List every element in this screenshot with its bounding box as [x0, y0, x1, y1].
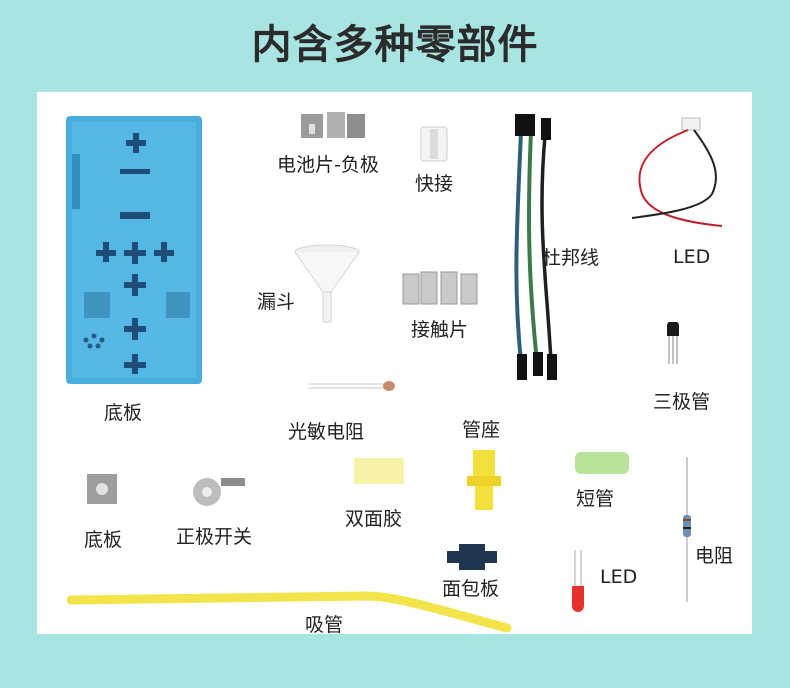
jumper-wire-image: [507, 104, 567, 389]
label-contact-strip: 接触片: [411, 319, 469, 341]
double-tape-image: [354, 458, 404, 484]
parts-panel: 底板 电池片-负极 快接 杜邦线: [37, 92, 752, 637]
label-resistor: 电阻: [695, 545, 734, 567]
label-quick-connect: 快接: [415, 173, 454, 195]
quick-connect-image: [419, 125, 449, 163]
photoresistor-image: [309, 378, 399, 394]
battery-negative-image: [299, 110, 367, 140]
led-cable-image: [622, 114, 737, 232]
base-board-image: [62, 114, 207, 386]
label-funnel: 漏斗: [257, 291, 296, 313]
label-photoresistor: 光敏电阻: [288, 421, 365, 443]
label-transistor: 三极管: [653, 391, 711, 413]
label-breadboard: 面包板: [442, 578, 500, 600]
straw-image: [67, 582, 512, 637]
label-tube-socket: 管座: [462, 419, 501, 441]
breadboard-image: [447, 544, 497, 570]
label-jumper-wire: 杜邦线: [542, 247, 600, 269]
label-double-tape: 双面胶: [345, 508, 403, 530]
positive-switch-image: [187, 472, 249, 508]
label-short-tube: 短管: [576, 488, 615, 510]
base-board-small-image: [85, 472, 119, 506]
funnel-image: [291, 242, 363, 324]
resistor-image: [677, 457, 697, 602]
contact-strip-image: [399, 268, 481, 308]
page-title: 内含多种零部件: [251, 22, 539, 68]
label-positive-switch: 正极开关: [176, 526, 253, 548]
short-tube-image: [575, 450, 629, 476]
transistor-image: [665, 322, 681, 366]
tube-socket-image: [465, 448, 503, 512]
label-battery-negative: 电池片-负极: [277, 154, 379, 176]
label-straw: 吸管: [305, 614, 344, 636]
label-base-board: 底板: [104, 402, 143, 424]
led-small-image: [569, 550, 587, 614]
label-led-small: LED: [600, 566, 638, 588]
label-base-board-small: 底板: [84, 529, 123, 551]
label-led-cable: LED: [673, 246, 711, 268]
